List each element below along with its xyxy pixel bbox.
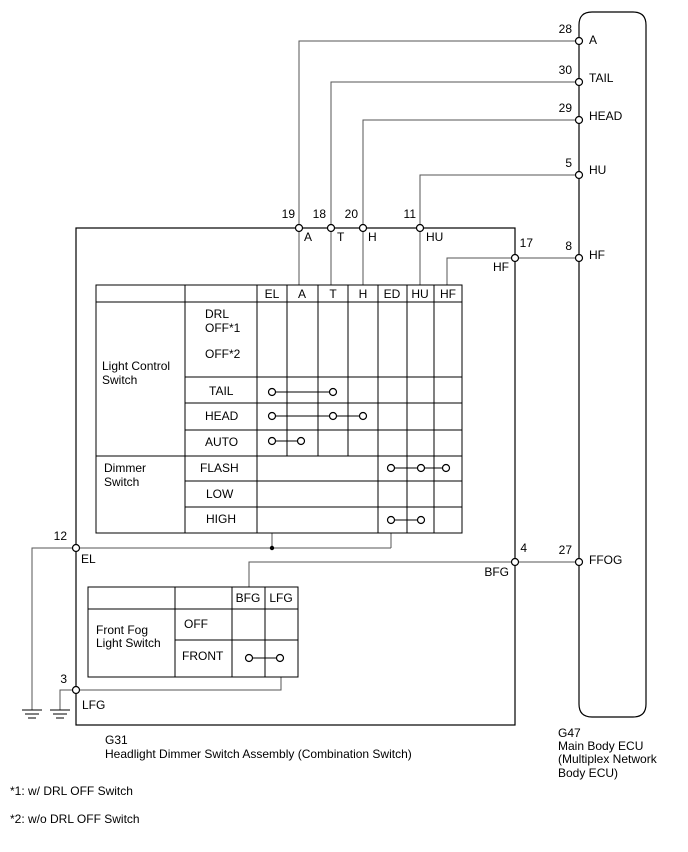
footnotes: *1: w/ DRL OFF Switch *2: w/o DRL OFF Sw… (10, 784, 140, 826)
top-pin-num: 18 (313, 207, 327, 221)
col-header: ED (384, 287, 401, 301)
position-label: OFF*1 (205, 321, 241, 335)
col-header: T (329, 287, 337, 301)
top-pin-num: 19 (282, 207, 296, 221)
top-pin-label: HU (426, 230, 443, 244)
group-label: Light Switch (96, 636, 161, 650)
left-pin-num: 12 (54, 529, 68, 543)
position-label: FRONT (182, 649, 224, 663)
top-pin-label: H (368, 230, 377, 244)
position-label: FLASH (200, 461, 239, 475)
footnote: *2: w/o DRL OFF Switch (10, 812, 140, 826)
ground-symbol-lfg (50, 709, 70, 719)
left-pin-label: EL (81, 552, 96, 566)
ecu-pin-labels: 28 A 30 TAIL 29 HEAD 5 HU 8 HF 27 FFOG (559, 22, 623, 567)
continuity-dots (244, 387, 451, 663)
group-label: Switch (104, 475, 139, 489)
right-pin-num: 4 (520, 541, 527, 555)
position-label: TAIL (209, 384, 234, 398)
position-label: AUTO (205, 435, 238, 449)
switch-assembly-name: Headlight Dimmer Switch Assembly (Combin… (105, 747, 412, 761)
left-pin-label: LFG (82, 698, 105, 712)
ecu-name: Body ECU) (558, 766, 618, 780)
col-header: HF (440, 287, 456, 301)
group-label: Light Control (102, 359, 170, 373)
position-label: HIGH (206, 512, 236, 526)
ecu-pin-num: 29 (559, 101, 573, 115)
ecu-pin-label: FFOG (589, 553, 622, 567)
ecu-name: Main Body ECU (558, 739, 643, 753)
group-label: Switch (102, 373, 137, 387)
ecu-pin-label: HF (589, 248, 605, 262)
ecu-pin-label: HU (589, 163, 606, 177)
right-pin-label: BFG (484, 565, 509, 579)
ecu-code: G47 (558, 726, 581, 740)
ecu-name: (Multiplex Network (558, 752, 658, 766)
wires (31, 40, 579, 710)
position-label: LOW (206, 487, 234, 501)
fog-table-text: BFG LFG Front Fog Light Switch OFF FRONT (96, 591, 293, 663)
fog-switch-table (87, 586, 299, 678)
col-header: LFG (269, 591, 292, 605)
ecu-pin-num: 5 (565, 156, 572, 170)
switch-pin-labels: 19 A 18 T 20 H 11 HU 17 HF 4 BFG 12 EL 3… (54, 207, 534, 712)
group-label: Dimmer (104, 461, 146, 475)
ecu-pin-num: 30 (559, 63, 573, 77)
right-pin-label: HF (493, 260, 509, 274)
splice-junction (269, 545, 275, 551)
left-pin-num: 3 (60, 672, 67, 686)
position-label: DRL (205, 307, 229, 321)
terminal-circles (71, 36, 584, 695)
ecu-block (578, 11, 647, 718)
switch-assembly-code: G31 (105, 733, 128, 747)
col-header: A (298, 287, 306, 301)
footnote: *1: w/ DRL OFF Switch (10, 784, 133, 798)
top-pin-num: 20 (345, 207, 359, 221)
light-control-table (95, 284, 463, 534)
position-label: HEAD (205, 409, 239, 423)
top-pin-label: T (337, 230, 345, 244)
top-pin-label: A (304, 230, 312, 244)
position-label: OFF*2 (205, 347, 241, 361)
ecu-pin-num: 28 (559, 22, 573, 36)
top-pin-num: 11 (404, 207, 417, 221)
col-header: EL (265, 287, 280, 301)
col-header: H (359, 287, 368, 301)
ecu-pin-label: TAIL (589, 71, 614, 85)
ecu-pin-num: 8 (565, 239, 572, 253)
ecu-pin-label: HEAD (589, 109, 623, 123)
col-header: BFG (236, 591, 261, 605)
position-label: OFF (184, 617, 208, 631)
ecu-pin-num: 27 (559, 543, 573, 557)
group-label: Front Fog (96, 623, 148, 637)
switch-assembly-block (75, 227, 516, 726)
light-table-text: EL A T H ED HU HF Light Control Switch D… (102, 287, 456, 526)
ground-symbol-el (22, 709, 42, 719)
block-labels: G31 Headlight Dimmer Switch Assembly (Co… (105, 726, 658, 780)
right-pin-num: 17 (520, 236, 534, 250)
ecu-pin-label: A (589, 33, 597, 47)
col-header: HU (411, 287, 428, 301)
